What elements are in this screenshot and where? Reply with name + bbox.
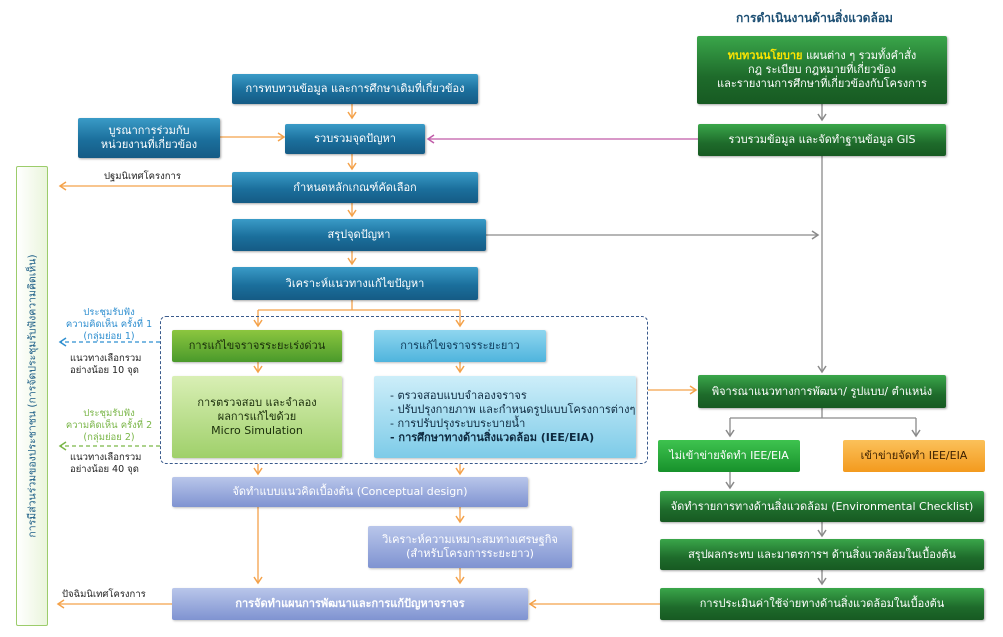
collect-box: รวบรวมจุดปัญหา — [285, 124, 425, 154]
env-title: การดำเนินงานด้านสิ่งแวดล้อม — [736, 11, 893, 25]
iee-label: เข้าข่ายจัดทำ IEE/EIA — [860, 449, 968, 462]
sidebar-label: การมีส่วนร่วมของประชาชน (การจัดประชุมรับ… — [26, 254, 39, 538]
gis-label: รวบรวมข้อมูล และจัดทำฐานข้อมูล GIS — [728, 133, 916, 146]
policy-line-1: ทบทวนนโยบาย แผนต่าง ๆ รวมทั้งคำสั่ง — [728, 49, 916, 63]
meeting-2-note: แนวทางเลือกรวม อย่างน้อย 40 จุด — [70, 452, 141, 476]
collect-label: รวบรวมจุดปัญหา — [314, 132, 396, 145]
iee-box: เข้าข่ายจัดทำ IEE/EIA — [843, 440, 985, 472]
long-item: ปรับปรุงกายภาพ และกำหนดรูปแบบโครงการต่าง… — [390, 403, 635, 417]
integrate-box: บูรณาการร่วมกับ หน่วยงานที่เกี่ยวข้อง — [78, 118, 220, 158]
summary-box: สรุปจุดปัญหา — [232, 219, 486, 251]
long-item: การปรับปรุงระบบระบายน้ำ — [390, 417, 635, 431]
kickoff-label: ปฐมนิเทศโครงการ — [104, 171, 181, 182]
analyze-label: วิเคราะห์แนวทางแก้ไขปัญหา — [285, 276, 425, 290]
meeting-2-note-2: อย่างน้อย 40 จุด — [70, 464, 139, 475]
meeting-1-line-2: ความคิดเห็น ครั้งที่ 1 — [65, 319, 153, 330]
short-detail-2: ผลการแก้ไขด้วย — [217, 410, 297, 423]
policy-line-2: กฎ ระเบียบ กฎหมายที่เกี่ยวข้อง — [748, 63, 896, 76]
policy-box: ทบทวนนโยบาย แผนต่าง ๆ รวมทั้งคำสั่ง กฎ ร… — [697, 36, 947, 104]
policy-line-3: และรายงานการศึกษาที่เกี่ยวข้องกับโครงการ — [717, 77, 927, 90]
econ-box: วิเคราะห์ความเหมาะสมทางเศรษฐกิจ (สำหรับโ… — [368, 526, 572, 568]
meeting-1-note-2: อย่างน้อย 10 จุด — [70, 365, 139, 376]
cost-box: การประเมินค่าใช้จ่ายทางด้านสิ่งแวดล้อมใน… — [660, 588, 984, 620]
long-detail-box: ตรวจสอบแบบจำลองจราจร ปรับปรุงกายภาพ และก… — [374, 376, 636, 458]
meeting-2: ประชุมรับฟัง ความคิดเห็น ครั้งที่ 2 (กลุ… — [62, 408, 156, 444]
econ-label-2: (สำหรับโครงการระยะยาว) — [406, 547, 534, 560]
impact-box: สรุปผลกระทบ และมาตรการฯ ด้านสิ่งแวดล้อมใ… — [660, 539, 984, 570]
meeting-2-line-2: ความคิดเห็น ครั้งที่ 2 — [65, 420, 153, 431]
meeting-2-line-1: ประชุมรับฟัง — [83, 408, 135, 419]
integrate-label-1: บูรณาการร่วมกับ — [108, 124, 190, 137]
gis-box: รวบรวมข้อมูล และจัดทำฐานข้อมูล GIS — [698, 124, 946, 156]
not-iee-box: ไม่เข้าข่ายจัดทำ IEE/EIA — [658, 440, 800, 472]
not-iee-label: ไม่เข้าข่ายจัดทำ IEE/EIA — [669, 449, 789, 462]
summary-label: สรุปจุดปัญหา — [327, 228, 391, 241]
long-term-box: การแก้ไขจราจรระยะยาว — [374, 330, 546, 362]
review-box: การทบทวนข้อมูล และการศึกษาเดิมที่เกี่ยวข… — [232, 74, 478, 104]
criteria-box: กำหนดหลักเกณฑ์คัดเลือก — [232, 172, 478, 203]
short-detail-1: การตรวจสอบ และจำลอง — [197, 396, 317, 409]
meeting-1-note: แนวทางเลือกรวม อย่างน้อย 10 จุด — [70, 353, 141, 377]
impact-label: สรุปผลกระทบ และมาตรการฯ ด้านสิ่งแวดล้อมใ… — [688, 547, 956, 561]
final-plan-box: การจัดทำแผนการพัฒนาและการแก้ปัญหาจราจร — [172, 588, 528, 620]
policy-line-1-rest: แผนต่าง ๆ รวมทั้งคำสั่ง — [802, 49, 917, 62]
consider-label: พิจารณาแนวทางการพัฒนา/ รูปแบบ/ ตำแหน่ง — [711, 384, 933, 398]
policy-highlight: ทบทวนนโยบาย — [727, 49, 803, 62]
checklist-label: จัดทำรายการทางด้านสิ่งแวดล้อม (Environme… — [670, 499, 974, 513]
long-item: การศึกษาทางด้านสิ่งแวดล้อม (IEE/EIA) — [390, 431, 635, 445]
econ-label-1: วิเคราะห์ความเหมาะสมทางเศรษฐกิจ — [382, 533, 558, 546]
short-term-label: การแก้ไขจราจรระยะเร่งด่วน — [188, 339, 326, 352]
meeting-1-line-3: (กลุ่มย่อย 1) — [83, 331, 135, 342]
checklist-box: จัดทำรายการทางด้านสิ่งแวดล้อม (Environme… — [660, 491, 984, 522]
cost-label: การประเมินค่าใช้จ่ายทางด้านสิ่งแวดล้อมใน… — [699, 597, 945, 610]
meeting-2-note-1: แนวทางเลือกรวม — [70, 452, 142, 463]
short-detail-box: การตรวจสอบ และจำลอง ผลการแก้ไขด้วย Micro… — [172, 376, 342, 458]
long-item: ตรวจสอบแบบจำลองจราจร — [390, 389, 635, 403]
consider-box: พิจารณาแนวทางการพัฒนา/ รูปแบบ/ ตำแหน่ง — [698, 375, 946, 408]
short-detail-3: Micro Simulation — [211, 424, 303, 437]
meeting-2-line-3: (กลุ่มย่อย 2) — [83, 432, 135, 443]
meeting-1-note-1: แนวทางเลือกรวม — [70, 353, 142, 364]
review-label: การทบทวนข้อมูล และการศึกษาเดิมที่เกี่ยวข… — [245, 82, 465, 95]
final-plan-label: การจัดทำแผนการพัฒนาและการแก้ปัญหาจราจร — [235, 597, 465, 610]
conceptual-box: จัดทำแบบแนวคิดเบื้องต้น (Conceptual desi… — [172, 477, 528, 507]
integrate-label-2: หน่วยงานที่เกี่ยวข้อง — [100, 138, 198, 151]
closing-label: ปัจฉิมนิเทศโครงการ — [62, 589, 146, 600]
analyze-box: วิเคราะห์แนวทางแก้ไขปัญหา — [232, 267, 478, 300]
participation-sidebar: การมีส่วนร่วมของประชาชน (การจัดประชุมรับ… — [16, 166, 48, 626]
solutions-group — [160, 316, 648, 464]
meeting-1: ประชุมรับฟัง ความคิดเห็น ครั้งที่ 1 (กลุ… — [62, 307, 156, 343]
long-term-label: การแก้ไขจราจรระยะยาว — [400, 339, 520, 352]
meeting-1-line-1: ประชุมรับฟัง — [83, 307, 135, 318]
conceptual-label: จัดทำแบบแนวคิดเบื้องต้น (Conceptual desi… — [232, 485, 468, 498]
long-items-list: ตรวจสอบแบบจำลองจราจร ปรับปรุงกายภาพ และก… — [382, 389, 635, 445]
criteria-label: กำหนดหลักเกณฑ์คัดเลือก — [293, 180, 417, 194]
short-term-box: การแก้ไขจราจรระยะเร่งด่วน — [172, 330, 342, 362]
